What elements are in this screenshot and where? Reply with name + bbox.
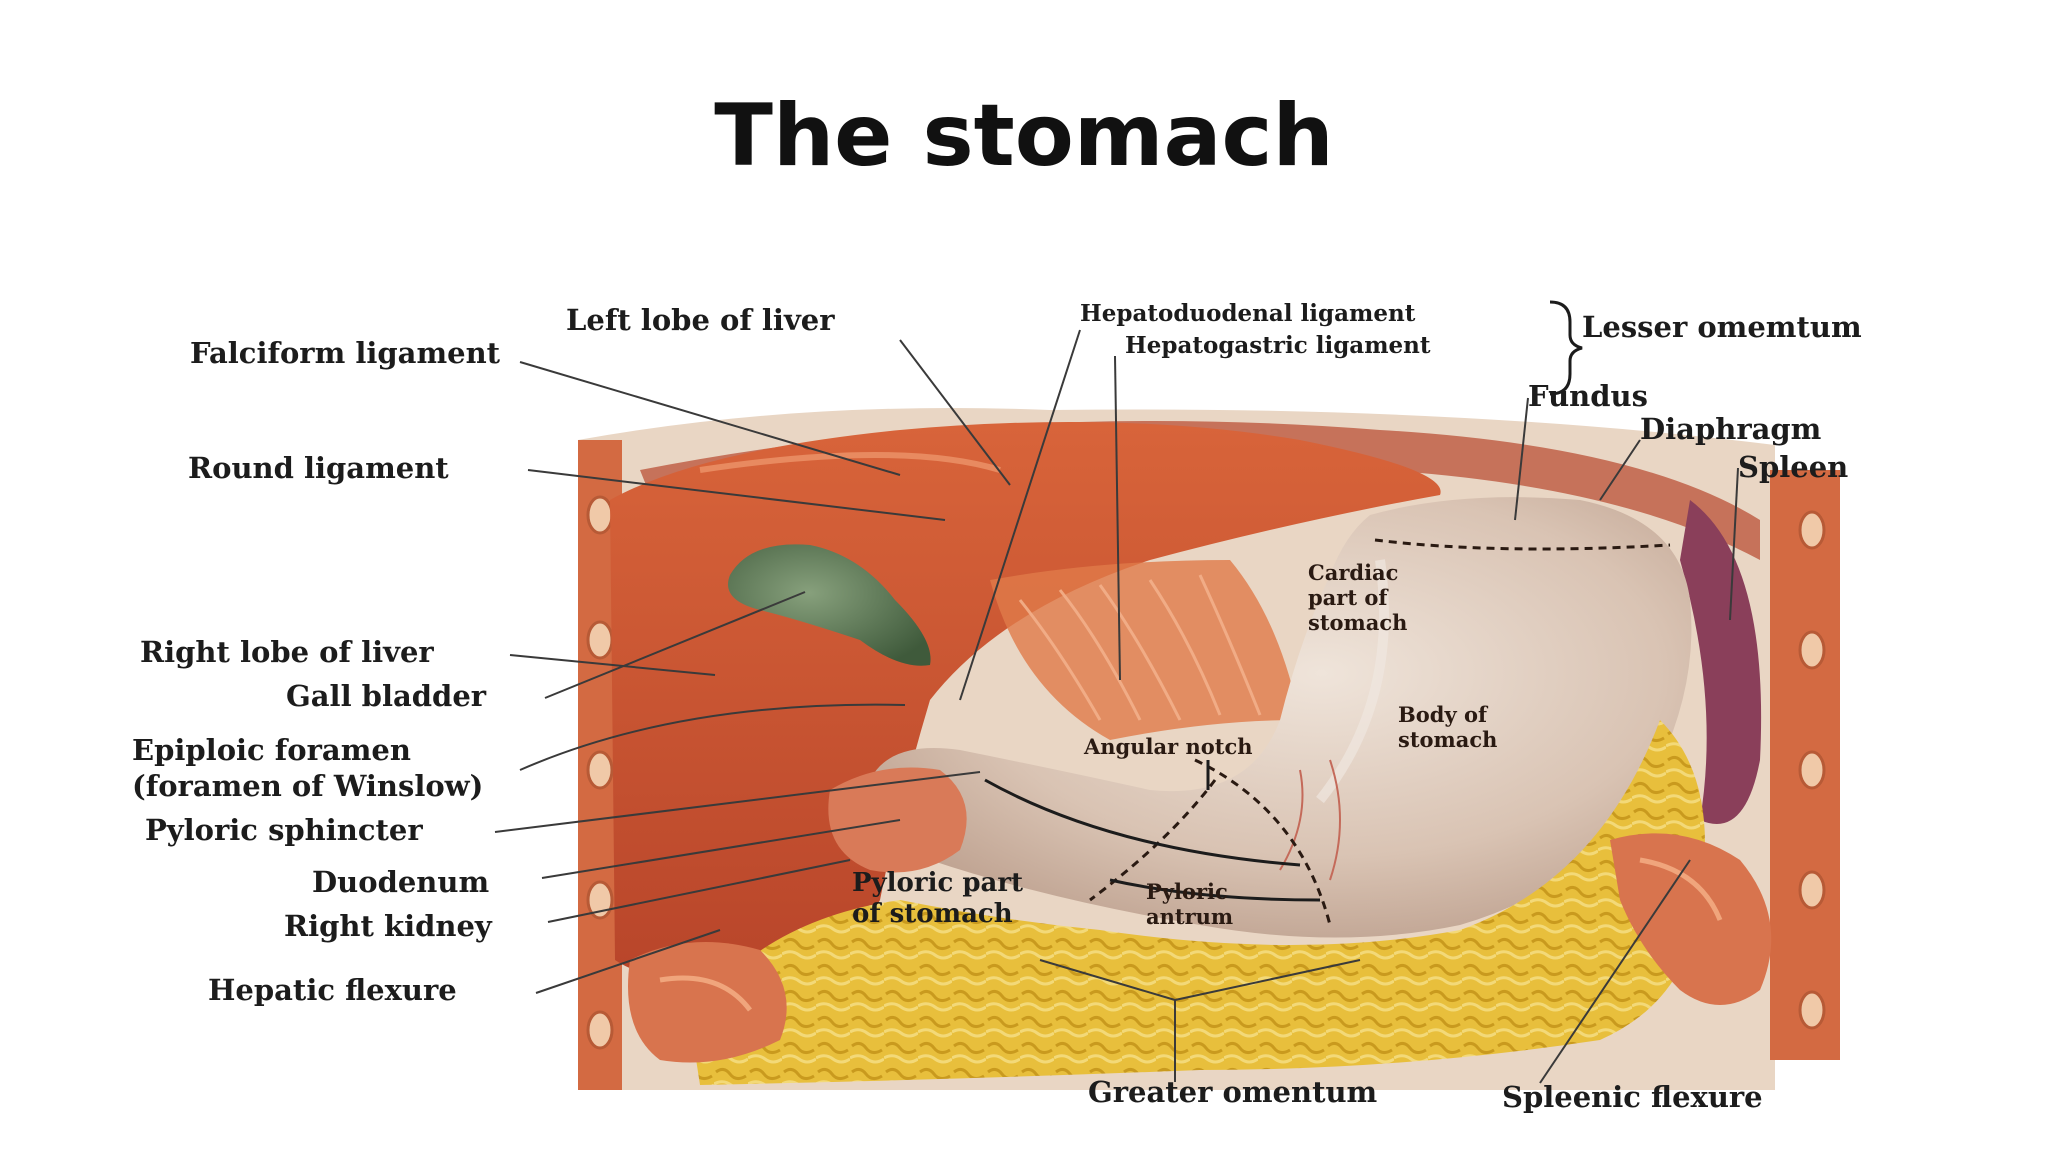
label-round-ligament: Round ligament [188, 454, 449, 483]
label-epiploic-foramen: Epiploic foramen [132, 736, 411, 765]
label-hepatogastric-ligament: Hepatogastric ligament [1125, 334, 1431, 357]
label-falciform-ligament: Falciform ligament [190, 339, 500, 368]
label-angular-notch: Angular notch [1084, 734, 1253, 759]
hepatic-flexure-loop [628, 942, 787, 1063]
label-right-kidney: Right kidney [284, 912, 492, 941]
label-body-of-stomach: Body of stomach [1398, 702, 1497, 752]
label-pyloric-sphincter: Pyloric sphincter [145, 816, 423, 845]
label-right-lobe-of-liver: Right lobe of liver [140, 638, 434, 667]
label-greater-omentum: Greater omentum [1088, 1078, 1377, 1107]
label-gall-bladder: Gall bladder [286, 682, 486, 711]
label-cardiac-part: Cardiac part of stomach [1308, 560, 1407, 636]
label-duodenum: Duodenum [312, 868, 489, 897]
label-foramen-of-winslow: (foramen of Winslow) [132, 772, 483, 801]
label-hepatic-flexure: Hepatic flexure [208, 976, 457, 1005]
label-spleen: Spleen [1738, 453, 1848, 482]
label-hepatoduodenal-ligament: Hepatoduodenal ligament [1080, 302, 1415, 325]
label-splenic-flexure: Spleenic flexure [1502, 1083, 1763, 1112]
label-pyloric-antrum: Pyloric antrum [1146, 879, 1233, 929]
label-pyloric-part: Pyloric part of stomach [852, 868, 1023, 930]
label-fundus: Fundus [1528, 382, 1648, 411]
label-diaphragm: Diaphragm [1640, 415, 1821, 444]
label-left-lobe-of-liver: Left lobe of liver [566, 306, 835, 335]
label-lesser-omentum: Lesser omemtum [1582, 313, 1862, 342]
